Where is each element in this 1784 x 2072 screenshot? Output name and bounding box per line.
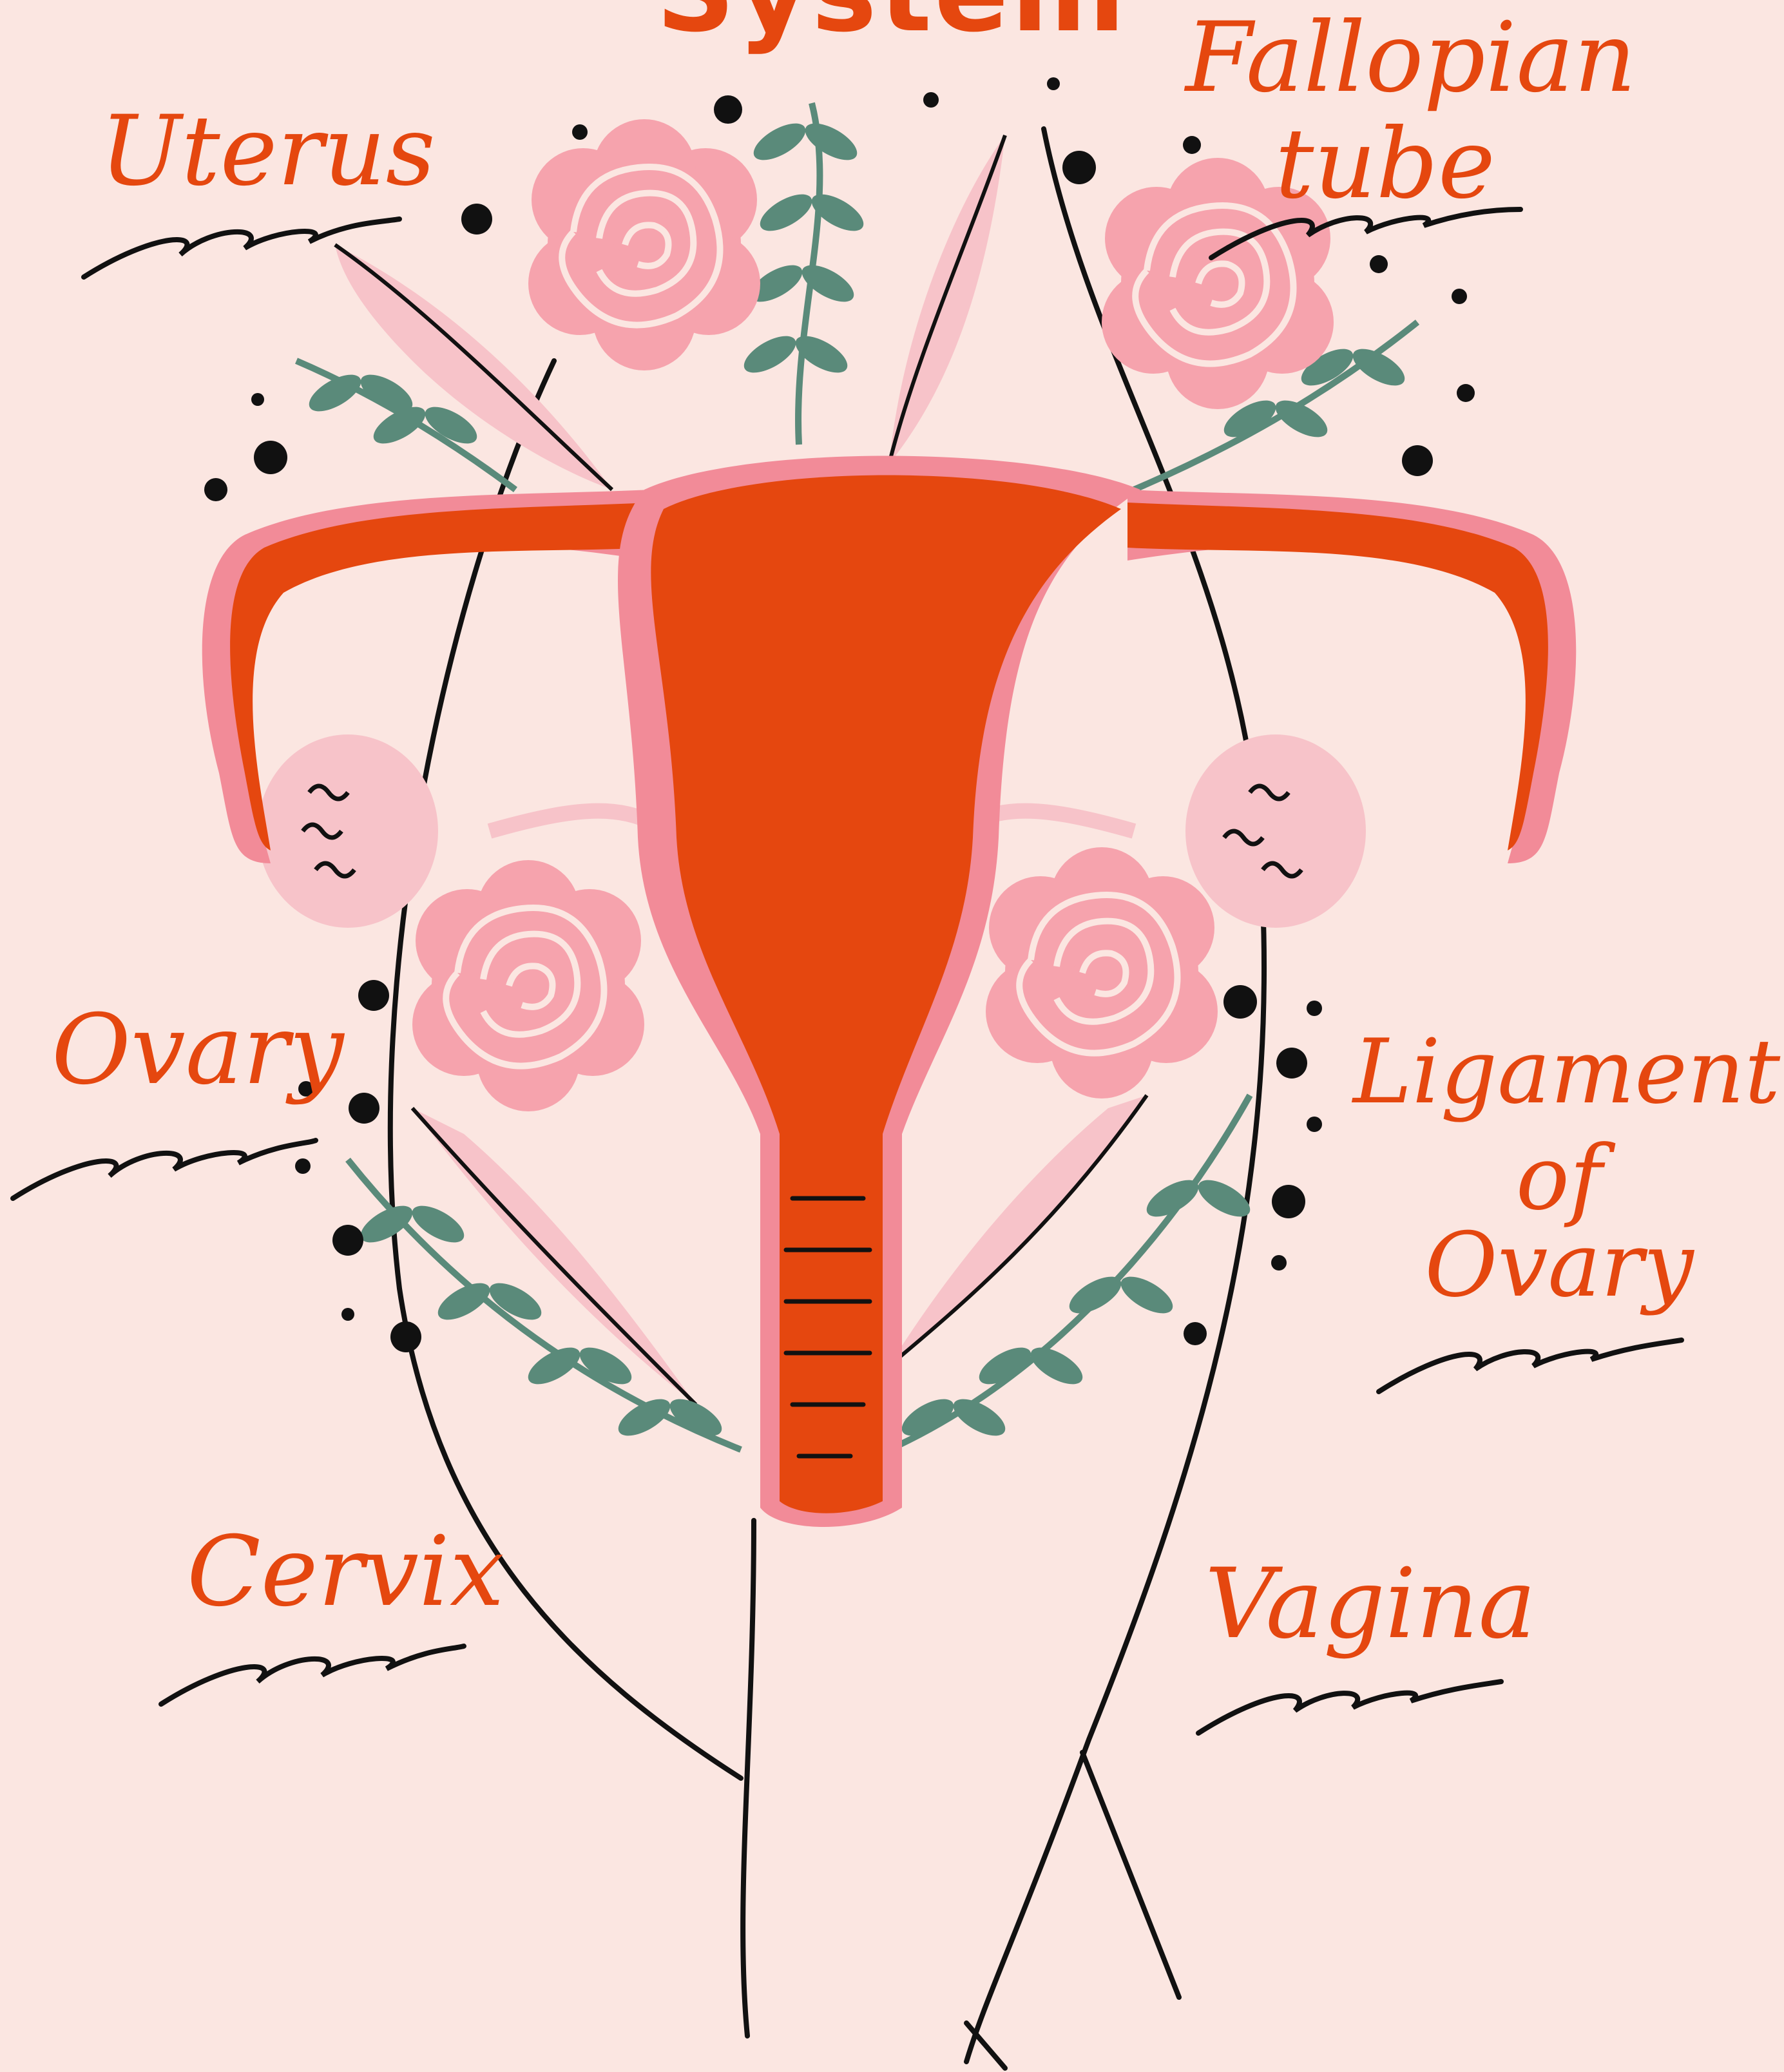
label-ligament-line3: Ovary — [1353, 1221, 1765, 1310]
label-fallopian-tube-line2: tube — [1185, 116, 1585, 213]
label-vagina: Vagina — [1205, 1556, 1536, 1653]
label-ovary: Ovary — [52, 1002, 344, 1098]
label-ligament-line1: Ligament — [1353, 1028, 1765, 1117]
label-uterus: Uterus — [100, 103, 436, 200]
uterus-organ — [202, 456, 1577, 1528]
label-cervix: Cervix — [187, 1524, 504, 1620]
label-fallopian-tube-line1: Fallopian — [1185, 10, 1585, 106]
label-ligament-line2: of — [1353, 1134, 1765, 1223]
